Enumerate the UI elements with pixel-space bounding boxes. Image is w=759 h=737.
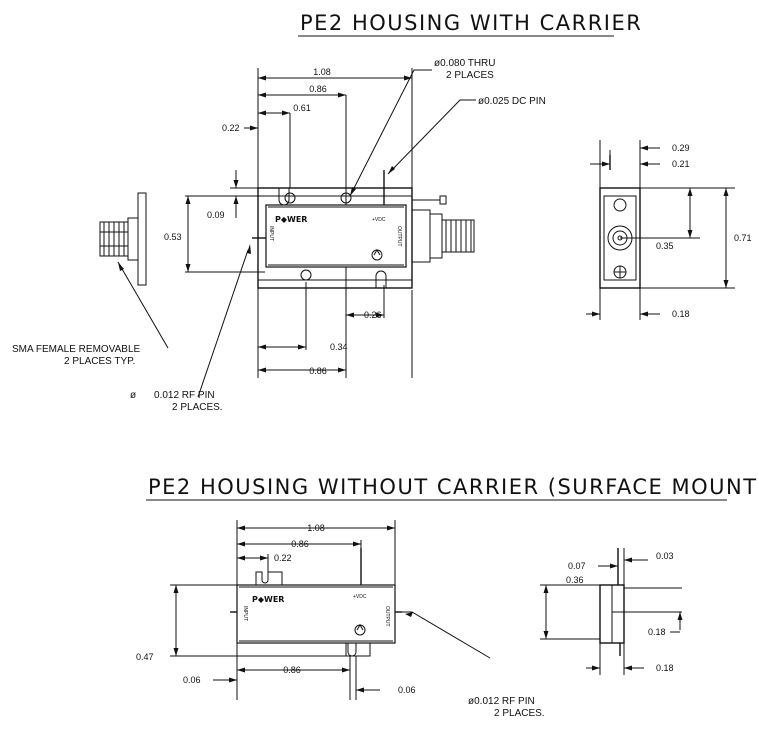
top-title: PE2 HOUSING WITH CARRIER bbox=[300, 11, 642, 35]
bdim-086-bottom: 0.86 bbox=[283, 665, 301, 675]
note-sma-line1: SMA FEMALE REMOVABLE bbox=[12, 344, 141, 355]
dim-053: 0.53 bbox=[164, 232, 182, 242]
dim-035: 0.35 bbox=[656, 241, 674, 251]
dim-029: 0.29 bbox=[672, 143, 690, 153]
note-thru-line2: 2 PLACES bbox=[446, 70, 494, 81]
dim-108: 1.08 bbox=[313, 67, 331, 77]
bottom-title: PE2 HOUSING WITHOUT CARRIER (SURFACE MOU… bbox=[148, 475, 759, 499]
top-logo: P◆WER bbox=[275, 215, 307, 224]
top-leader-lines bbox=[117, 69, 476, 398]
dim-026: 0.26 bbox=[364, 310, 382, 320]
top-output-label: OUTPUT bbox=[396, 226, 402, 247]
note-sma-line2: 2 PLACES TYP. bbox=[64, 356, 135, 367]
note-rf-line2: 2 PLACES. bbox=[172, 402, 223, 413]
note-thru-line1: ø0.080 THRU bbox=[434, 58, 496, 69]
top-end-view bbox=[586, 140, 735, 320]
note-rf-line1: 0.012 RF PIN bbox=[154, 390, 215, 401]
dim-086-bottom: 0.86 bbox=[309, 366, 327, 376]
bdim-003: 0.03 bbox=[656, 551, 674, 561]
dim-034: 0.34 bbox=[330, 342, 348, 352]
bdim-018-b: 0.18 bbox=[656, 663, 674, 673]
dim-086-top: 0.86 bbox=[309, 84, 327, 94]
bottom-input-label: INPUT bbox=[242, 606, 248, 621]
dim-021: 0.21 bbox=[672, 159, 690, 169]
bdim-018-a: 0.18 bbox=[648, 627, 666, 637]
bnote-rf-line1: ø0.012 RF PIN bbox=[468, 696, 535, 707]
bdim-022: 0.22 bbox=[274, 553, 292, 563]
bottom-end-view bbox=[540, 548, 683, 675]
top-input-label: INPUT bbox=[268, 226, 274, 241]
bottom-vdc-label: +VDC bbox=[353, 594, 367, 600]
bnote-rf-line2: 2 PLACES. bbox=[494, 708, 545, 719]
bottom-dimension-lines bbox=[170, 520, 491, 700]
dim-061: 0.61 bbox=[293, 103, 311, 113]
bdim-047: 0.47 bbox=[136, 652, 154, 662]
sma-connector-right bbox=[429, 213, 475, 259]
bdim-007: 0.07 bbox=[568, 561, 586, 571]
bdim-006-left: 0.06 bbox=[183, 675, 201, 685]
note-rf-symbol: ø bbox=[130, 390, 136, 401]
note-dc-pin: ø0.025 DC PIN bbox=[478, 96, 546, 107]
dim-009: 0.09 bbox=[207, 210, 225, 220]
top-vdc-label: +VDC bbox=[372, 217, 386, 223]
sma-connector-left bbox=[99, 192, 147, 286]
bottom-housing-body bbox=[230, 548, 402, 657]
dim-018: 0.18 bbox=[672, 309, 690, 319]
dim-022: 0.22 bbox=[222, 123, 240, 133]
top-housing-body bbox=[252, 170, 447, 289]
bottom-logo: P◆WER bbox=[252, 595, 284, 604]
dim-071: 0.71 bbox=[734, 233, 752, 243]
bdim-036: 0.36 bbox=[566, 575, 584, 585]
bdim-086-top: 0.86 bbox=[291, 539, 309, 549]
bottom-output-label: OUTPUT bbox=[384, 606, 390, 627]
bdim-108: 1.08 bbox=[307, 523, 325, 533]
bdim-006-right: 0.06 bbox=[398, 685, 416, 695]
